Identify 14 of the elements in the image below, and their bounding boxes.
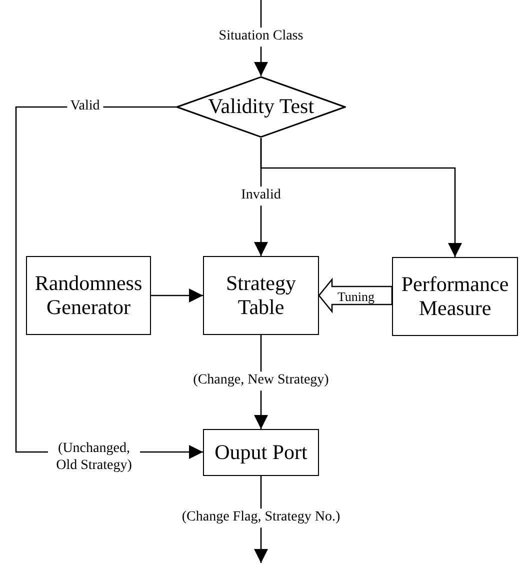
- decision-diamond: [176, 76, 346, 138]
- process-box: [392, 257, 518, 336]
- block-arrow: [318, 278, 393, 314]
- process-box: [203, 256, 319, 335]
- process-box: [203, 429, 319, 476]
- node-label: Ouput Port: [214, 440, 308, 464]
- arrow: [260, 138, 462, 257]
- process-box: [26, 256, 151, 335]
- node-label: Randomness Generator: [34, 272, 144, 319]
- node-label: Performance Measure: [400, 273, 510, 320]
- edge-label: Tuning: [337, 289, 375, 305]
- node-label: Strategy Table: [225, 272, 297, 319]
- arrow: [151, 288, 203, 302]
- node-label: Validity Test: [208, 95, 314, 119]
